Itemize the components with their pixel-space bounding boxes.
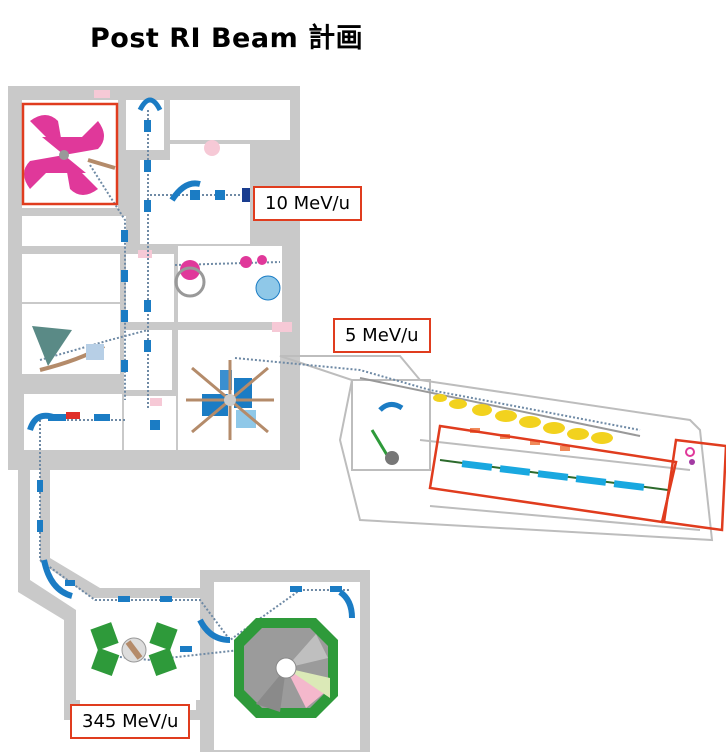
page-title: Post RI Beam 計画 [90,23,364,54]
sector-magnet [32,326,106,372]
cyclotron-b [186,360,274,440]
linac [359,377,695,491]
energy-label-5: 5 MeV/u [333,318,431,353]
source-magnets [174,255,281,301]
highlight-cyclotron-a [21,102,119,206]
highlight-new-linac [428,424,678,524]
magnets [27,97,355,652]
room-cyclotron-a [22,100,118,208]
cyclotron-a [24,115,104,195]
energy-label-345: 345 MeV/u [70,704,191,739]
highlight-ion-source [662,438,726,532]
highlight-boxes [21,102,726,532]
linac-hall [279,355,714,542]
energy-label-10: 10 MeV/u [253,186,363,221]
cyclotron-c [90,622,178,676]
src-cyclotron [234,618,338,718]
